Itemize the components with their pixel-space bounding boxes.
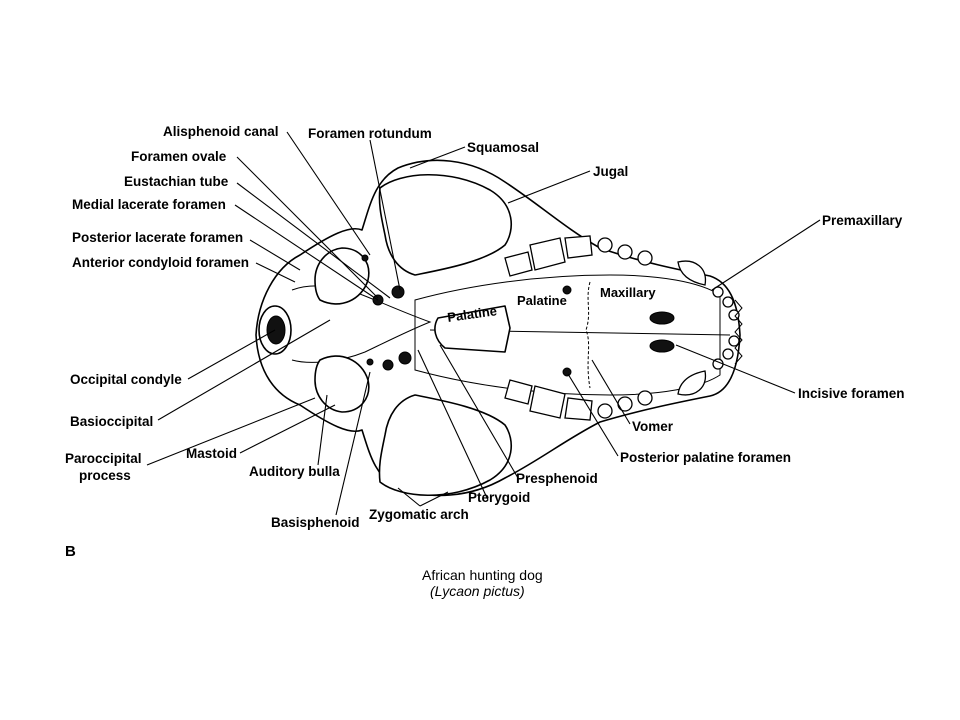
label-pterygoid: Pterygoid bbox=[468, 490, 530, 505]
leader-alisphenoid-canal bbox=[286, 131, 371, 256]
leader-occipital-condyle bbox=[187, 329, 276, 380]
leader-jugal bbox=[507, 170, 591, 204]
label-vomer: Vomer bbox=[632, 419, 674, 434]
label-incisive-foramen: Incisive foramen bbox=[798, 386, 905, 401]
label-jugal: Jugal bbox=[593, 164, 628, 179]
incisive-foramen-upper bbox=[649, 311, 675, 325]
panel-letter: B bbox=[65, 543, 76, 560]
label-presphenoid: Presphenoid bbox=[516, 471, 598, 486]
leader-presphenoid bbox=[439, 344, 519, 479]
label-premaxillary: Premaxillary bbox=[822, 213, 903, 228]
labels: Alisphenoid canal Foramen rotundum Squam… bbox=[65, 124, 905, 530]
label-basisphenoid: Basisphenoid bbox=[271, 515, 360, 530]
foramen-spot-6 bbox=[366, 358, 374, 366]
upper-tooth-row bbox=[504, 235, 740, 321]
label-foramen-rotundum: Foramen rotundum bbox=[308, 126, 432, 141]
foramen-spot-5 bbox=[361, 254, 369, 262]
leader-medial-lacerate bbox=[234, 204, 379, 301]
label-maxillary: Maxillary bbox=[600, 285, 656, 300]
label-squamosal: Squamosal bbox=[467, 140, 539, 155]
maxillary-palatine-suture bbox=[585, 281, 591, 389]
leader-auditory-bulla bbox=[317, 394, 328, 466]
posterior-palatine-spot-lower bbox=[562, 367, 572, 377]
leader-pterygoid bbox=[417, 349, 489, 501]
label-anterior-condyloid-foramen: Anterior condyloid foramen bbox=[72, 255, 249, 270]
incisor-edge bbox=[734, 299, 743, 365]
leader-eustachian-tube bbox=[236, 182, 391, 299]
foramen-spot-2 bbox=[391, 285, 405, 299]
label-medial-lacerate-foramen: Medial lacerate foramen bbox=[72, 197, 226, 212]
upper-zygomatic-window bbox=[378, 173, 512, 276]
foramen-spot-4 bbox=[398, 351, 412, 365]
label-palatine-boxed: Palatine bbox=[446, 303, 497, 325]
label-paroccipital-line1: Paroccipital bbox=[65, 451, 142, 466]
leader-incisive-foramen bbox=[675, 344, 796, 394]
caption-scientific-name: (Lycaon pictus) bbox=[430, 583, 525, 599]
incisive-foramen-lower bbox=[649, 339, 675, 353]
leader-lines bbox=[146, 131, 821, 516]
leader-zygomatic-arch-1 bbox=[397, 487, 421, 507]
foramen-spot-3 bbox=[382, 359, 394, 371]
label-posterior-palatine-foramen: Posterior palatine foramen bbox=[620, 450, 791, 465]
label-auditory-bulla: Auditory bulla bbox=[249, 464, 340, 479]
foramen-magnum bbox=[266, 315, 286, 345]
label-foramen-ovale: Foramen ovale bbox=[131, 149, 227, 164]
leader-premaxillary bbox=[711, 219, 821, 291]
auditory-bulla-shape bbox=[314, 355, 370, 413]
leader-paroccipital bbox=[146, 397, 316, 466]
lower-zygomatic-window bbox=[378, 394, 512, 497]
label-basioccipital: Basioccipital bbox=[70, 414, 153, 429]
palatine-box bbox=[434, 305, 511, 353]
leader-anterior-condyloid bbox=[255, 262, 296, 283]
label-mastoid: Mastoid bbox=[186, 446, 237, 461]
caption-common-name: African hunting dog bbox=[422, 567, 543, 583]
leader-foramen-ovale bbox=[236, 156, 379, 299]
posterior-palatine-spot-upper bbox=[562, 285, 572, 295]
label-posterior-lacerate-foramen: Posterior lacerate foramen bbox=[72, 230, 243, 245]
label-eustachian-tube: Eustachian tube bbox=[124, 174, 229, 189]
leader-mastoid bbox=[239, 404, 336, 454]
leader-zygomatic-arch-2 bbox=[419, 491, 449, 507]
label-zygomatic-arch: Zygomatic arch bbox=[369, 507, 469, 522]
leader-basioccipital bbox=[157, 319, 331, 421]
leader-vomer bbox=[591, 359, 631, 425]
label-palatine-upper: Palatine bbox=[517, 293, 567, 308]
leader-foramen-rotundum bbox=[369, 139, 401, 291]
leader-basisphenoid bbox=[335, 371, 371, 516]
leader-posterior-palatine bbox=[567, 373, 619, 457]
label-occipital-condyle: Occipital condyle bbox=[70, 372, 182, 387]
label-alisphenoid-canal: Alisphenoid canal bbox=[163, 124, 279, 139]
leader-squamosal bbox=[409, 146, 466, 169]
leader-posterior-lacerate bbox=[249, 239, 301, 271]
label-paroccipital-line2: process bbox=[79, 468, 131, 483]
